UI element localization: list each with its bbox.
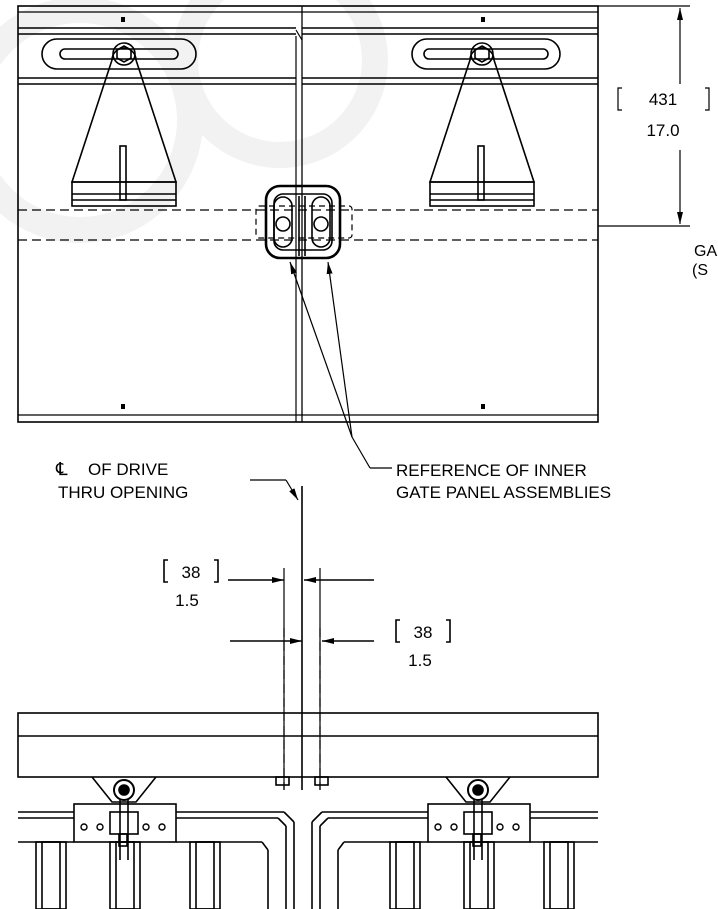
center-latch-outer: [264, 184, 342, 260]
slotted-bracket-left: [41, 38, 197, 70]
vertical-dimension-imperial: 17.0: [646, 121, 679, 140]
hanger-pin-left: [112, 42, 136, 66]
bolt-marks: [121, 17, 485, 409]
top-view: [17, 5, 599, 423]
gate-cutoff-label-1: GA: [694, 243, 717, 260]
vertical-dimension: [598, 5, 710, 227]
reference-label-line1: REFERENCE OF INNER: [396, 461, 587, 480]
latch-slot-right: [311, 196, 331, 248]
left-offset-metric: 38: [182, 563, 201, 582]
hanger-pin-right: [470, 42, 494, 66]
slotted-bracket-right: [411, 38, 561, 70]
trolley-wheel-right: [467, 779, 489, 801]
gate-cutoff-label-2: (S: [692, 262, 708, 279]
hanger-plate-left: [70, 47, 178, 183]
watermark: [0, 0, 388, 243]
trolley-wheel-left: [113, 779, 135, 801]
support-legs: [35, 841, 575, 909]
beam: [17, 712, 599, 778]
right-offset-metric: 38: [414, 623, 433, 642]
latch-bolt-left: [275, 216, 291, 232]
hanger-plate-right: [428, 47, 536, 183]
left-offset-imperial: 1.5: [175, 591, 199, 610]
reference-label-line2: GATE PANEL ASSEMBLIES: [396, 483, 611, 502]
side-view: [17, 486, 599, 909]
latch-bolt-right: [313, 216, 329, 232]
trolley-plate-left: [73, 803, 177, 843]
centerline-leader: [250, 479, 299, 501]
reference-leader: [289, 261, 392, 469]
latch-slot-left: [273, 196, 293, 248]
vertical-dimension-metric: 431: [649, 90, 677, 109]
centerline-label-line2: THRU OPENING: [58, 483, 188, 502]
trolley-holes: [80, 823, 520, 831]
centerline-label-line1: OF DRIVE: [88, 460, 168, 479]
top-view-outline: [17, 5, 599, 423]
trolley-plate-right: [427, 803, 531, 843]
hidden-rails: [18, 209, 598, 241]
centerline-symbol: ℄: [55, 459, 68, 479]
right-offset-imperial: 1.5: [408, 651, 432, 670]
